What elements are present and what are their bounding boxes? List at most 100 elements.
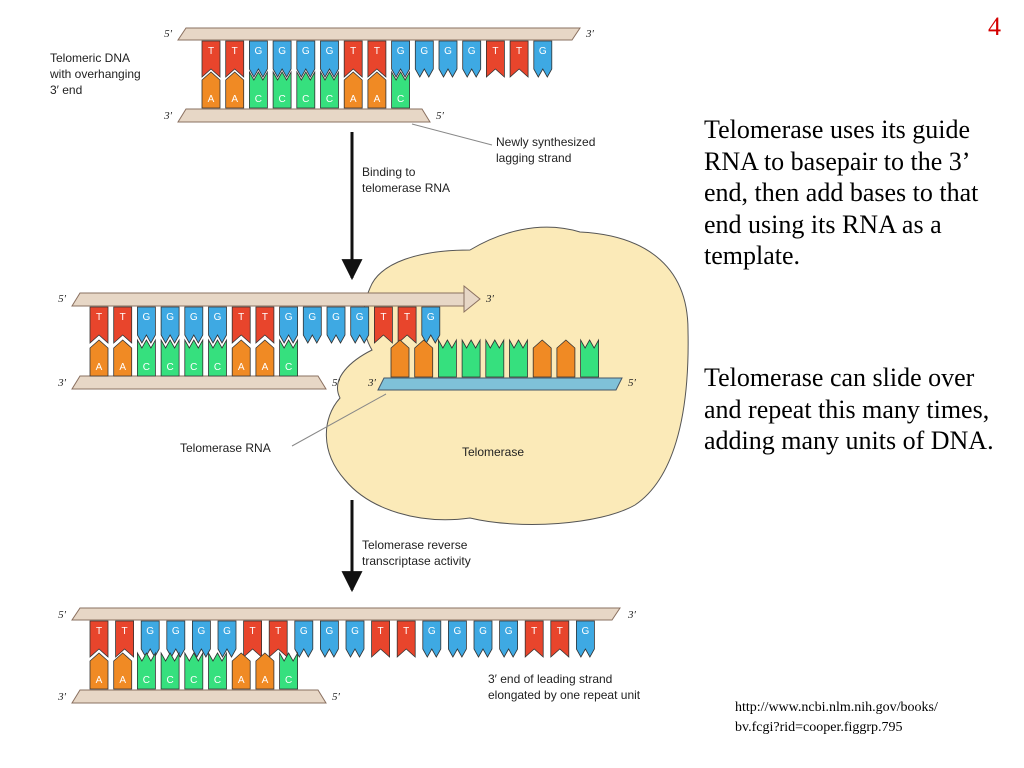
base-letter: T xyxy=(275,626,281,637)
base-letter: T xyxy=(238,312,244,323)
base-t-block xyxy=(89,306,109,344)
base-letter: T xyxy=(208,46,214,57)
base-g-block xyxy=(294,620,314,658)
leader-telomerase-rna xyxy=(291,393,387,447)
base-letter: G xyxy=(427,312,435,323)
panel3-top-right-label: 3′ xyxy=(627,609,637,621)
base-letter: T xyxy=(516,46,522,57)
base-c-block xyxy=(184,338,204,377)
base-g-block xyxy=(438,40,458,78)
label-telomeric-dna-2: with overhanging xyxy=(49,67,141,81)
base-letter: G xyxy=(505,626,513,637)
label-leading-strand-2: elongated by one repeat unit xyxy=(488,688,641,702)
base-t-block xyxy=(243,620,262,658)
base-letter: G xyxy=(444,46,452,57)
base-letter: G xyxy=(582,626,590,637)
base-letter: A xyxy=(119,675,126,686)
base-c-block xyxy=(137,338,156,377)
base-letter: A xyxy=(262,362,269,373)
base-g-block xyxy=(137,306,156,344)
base-letter: G xyxy=(302,46,310,57)
base-g-block xyxy=(533,40,553,78)
base-g-block xyxy=(272,40,292,78)
base-c-block xyxy=(509,338,528,378)
base-g-block xyxy=(249,40,268,78)
panel2-rna-left-label: 3′ xyxy=(367,377,377,389)
base-g-block xyxy=(184,306,204,344)
bottom-backbone-1 xyxy=(177,108,431,123)
base-g-block xyxy=(576,620,595,658)
base-letter: A xyxy=(374,94,381,105)
base-letter: A xyxy=(119,362,126,373)
base-t-block xyxy=(396,620,416,658)
base-letter: C xyxy=(190,362,197,373)
base-letter: C xyxy=(166,362,173,373)
base-letter: G xyxy=(420,46,428,57)
base-letter: T xyxy=(122,626,128,637)
base-letter: T xyxy=(404,312,410,323)
base-letter: C xyxy=(214,362,221,373)
base-c-block xyxy=(249,70,268,109)
base-letter: G xyxy=(479,626,487,637)
base-g-block xyxy=(421,306,441,344)
base-letter: T xyxy=(350,46,356,57)
paragraph-2: Telomerase can slide over and repeat thi… xyxy=(704,363,994,455)
base-c-block xyxy=(208,338,227,377)
label-telomerase-rna: Telomerase RNA xyxy=(180,441,271,455)
label-step-2-2: transcriptase activity xyxy=(362,554,471,568)
base-letter: G xyxy=(190,312,198,323)
base-g-block xyxy=(462,40,482,78)
top-backbone-1 xyxy=(177,27,581,41)
base-letter: A xyxy=(262,675,269,686)
base-letter: T xyxy=(96,626,102,637)
base-c-block xyxy=(137,651,156,690)
panel3-top-left-label: 5′ xyxy=(58,609,67,621)
base-letter: G xyxy=(308,312,316,323)
bottom-backbone-2 xyxy=(71,375,327,390)
base-t-block xyxy=(367,40,387,78)
base-letter: T xyxy=(380,312,386,323)
base-letter: T xyxy=(262,312,268,323)
base-g-block xyxy=(166,620,186,658)
base-g-block xyxy=(320,620,339,658)
base-a-block xyxy=(89,652,109,690)
top-arrow-head-2 xyxy=(463,284,481,314)
base-t-block xyxy=(268,620,288,658)
base-letter: T xyxy=(250,626,256,637)
label-step-1-1: Binding to xyxy=(362,165,416,179)
base-letter: A xyxy=(208,94,215,105)
base-t-block xyxy=(509,40,529,78)
base-c-block xyxy=(208,651,227,690)
base-letter: G xyxy=(397,46,405,57)
base-g-block xyxy=(448,620,467,658)
label-lagging-strand-2: lagging strand xyxy=(496,151,571,165)
telomerase-enzyme xyxy=(325,226,689,525)
base-letter: T xyxy=(492,46,498,57)
base-letter: G xyxy=(166,312,174,323)
base-letter: G xyxy=(285,312,293,323)
base-c-block xyxy=(160,651,180,690)
base-c-block xyxy=(279,651,298,690)
base-letter: T xyxy=(403,626,409,637)
base-letter: T xyxy=(96,312,102,323)
source-line-2: bv.fcgi?rid=cooper.figgrp.795 xyxy=(735,720,903,735)
base-letter: T xyxy=(232,46,238,57)
base-letter: C xyxy=(285,675,292,686)
base-letter: A xyxy=(238,362,245,373)
base-g-block xyxy=(499,620,518,658)
panel2-bottom-right-label: 5′ xyxy=(332,377,341,389)
base-t-block xyxy=(201,40,221,78)
base-a-block xyxy=(556,339,576,378)
base-a-block xyxy=(113,339,133,377)
base-a-block xyxy=(89,339,109,377)
panel1-top-left-label: 5′ xyxy=(164,28,173,40)
base-letter: G xyxy=(146,626,154,637)
base-a-block xyxy=(225,71,245,109)
base-letter: G xyxy=(326,626,334,637)
base-letter: C xyxy=(214,675,221,686)
base-t-block xyxy=(486,40,505,78)
panel3-bottom-left-label: 3′ xyxy=(57,691,67,703)
